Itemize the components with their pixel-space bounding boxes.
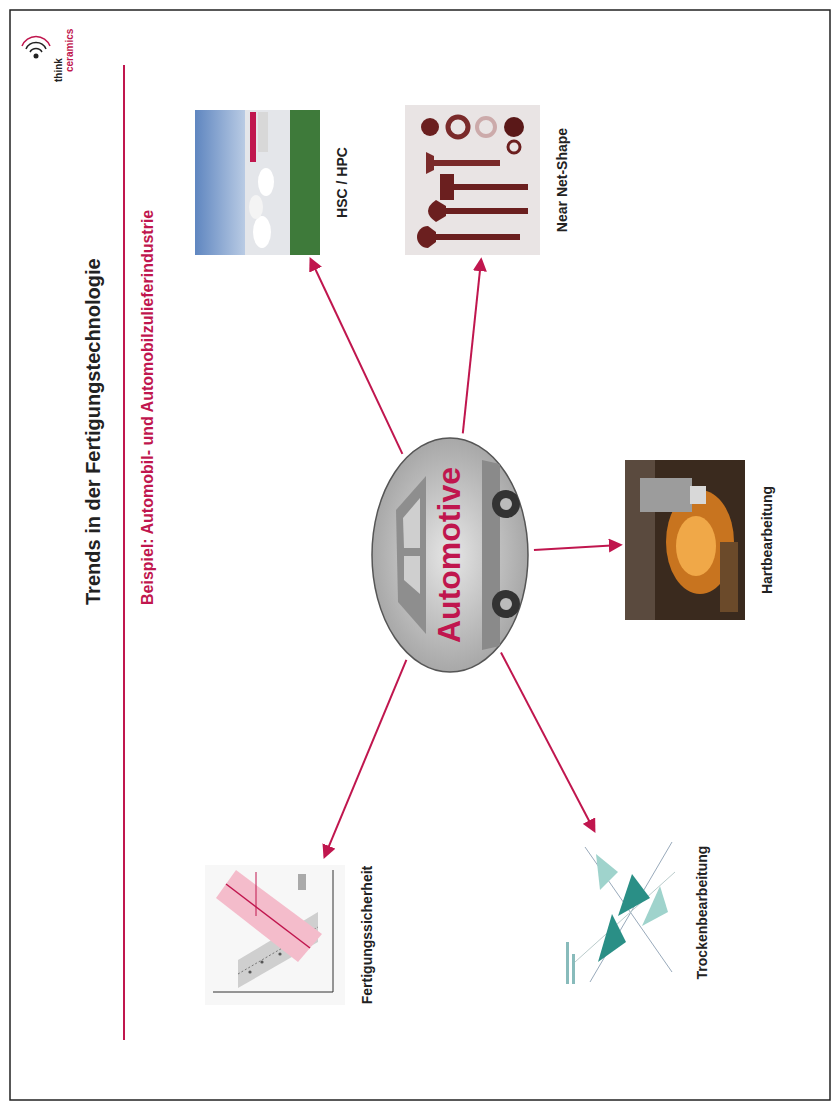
- quality-chart-picture-part: [205, 865, 345, 1005]
- arrow-connector: [534, 545, 620, 550]
- quality-chart-picture: [205, 865, 345, 1005]
- near-net-shape-picture-part: [440, 174, 454, 200]
- topic-label: Near Net-Shape: [554, 128, 570, 232]
- quality-chart-picture-part: [248, 970, 251, 973]
- near-net-shape-picture-part: [421, 118, 439, 136]
- quality-chart-picture-part: [256, 872, 257, 916]
- dry-machining-picture-part: [560, 835, 680, 990]
- near-net-shape-picture-part: [426, 152, 434, 174]
- hard-machining-picture: [625, 460, 745, 620]
- quality-chart-picture-part: [333, 870, 334, 992]
- dry-machining-picture: [560, 835, 680, 990]
- picture-slot: [625, 460, 745, 620]
- hard-machining-picture-part: [690, 486, 706, 504]
- slide-frame: [10, 10, 830, 1100]
- car-photo-part: [482, 460, 500, 650]
- near-net-shape-picture-part: [448, 117, 468, 137]
- topic-card: Trockenbearbeitung: [560, 835, 714, 990]
- car-photo: [396, 460, 520, 650]
- high-speed-cutting-picture-part: [195, 110, 245, 255]
- hard-machining-picture-part: [625, 460, 745, 620]
- high-speed-cutting-picture-part: [290, 110, 320, 255]
- quality-chart-picture-part: [278, 952, 281, 955]
- slide-title: Trends in der Fertigungstechnologie: [82, 258, 105, 605]
- logo-icon: [22, 36, 50, 58]
- high-speed-cutting-picture-part: [253, 216, 271, 248]
- near-net-shape-picture: [405, 105, 540, 255]
- quality-chart-picture-part: [298, 874, 306, 890]
- dry-machining-picture-part: [598, 914, 626, 962]
- near-net-shape-picture-part: [430, 160, 500, 166]
- arrow-connector: [501, 652, 594, 830]
- picture-slot: [205, 861, 345, 1009]
- logo-icon-part: [30, 49, 42, 52]
- quality-chart-picture-part: [213, 992, 333, 993]
- near-net-shape-picture-part: [417, 226, 436, 248]
- topic-card: HSC / HPC: [195, 110, 354, 255]
- topic-label: Fertigungssicherheit: [359, 866, 375, 1004]
- picture-slot: [405, 105, 540, 255]
- high-speed-cutting-picture: [195, 110, 320, 255]
- near-net-shape-picture-part: [405, 105, 540, 255]
- logo-icon-part: [22, 36, 50, 46]
- topic-card: Fertigungssicherheit: [205, 861, 379, 1009]
- car-photo-part: [500, 598, 512, 610]
- picture-slot: [195, 110, 320, 255]
- near-net-shape-picture-part: [452, 184, 528, 190]
- subtitle: Beispiel: Automobil- und Automobilzulief…: [139, 210, 157, 605]
- hub-ellipse-shape-part: [372, 438, 528, 672]
- high-speed-cutting-picture-part: [258, 168, 274, 196]
- car-photo-part: [403, 498, 420, 548]
- topic-label: Hartbearbeitung: [759, 486, 775, 594]
- car-photo-part: [492, 490, 520, 518]
- near-net-shape-picture-part: [442, 208, 528, 214]
- high-speed-cutting-picture-part: [245, 110, 290, 255]
- arrow-connector: [311, 260, 403, 454]
- quality-chart-picture-part: [226, 884, 310, 948]
- hub-label: Automotive: [432, 467, 467, 643]
- high-speed-cutting-picture-part: [258, 112, 268, 152]
- quality-chart-picture-part: [260, 960, 263, 963]
- dry-machining-picture-part: [618, 874, 650, 916]
- dry-machining-picture-part: [575, 872, 675, 962]
- dry-machining-picture-part: [642, 886, 668, 926]
- dry-machining-picture-part: [572, 954, 575, 984]
- dry-machining-picture-part: [566, 942, 569, 984]
- high-speed-cutting-picture-part: [250, 112, 256, 162]
- logo-icon-part: [26, 43, 46, 49]
- near-net-shape-picture-part: [428, 200, 446, 222]
- near-net-shape-picture-part: [508, 141, 520, 153]
- near-net-shape-picture-part: [477, 118, 495, 136]
- picture-slot: [560, 835, 680, 990]
- arrow-connector: [325, 660, 407, 856]
- logo-word: think: [53, 58, 64, 82]
- topic-label: HSC / HPC: [334, 147, 350, 218]
- logo-word: ceramics: [64, 29, 75, 72]
- hard-machining-picture-part: [676, 516, 716, 576]
- title-rule: [123, 65, 125, 1040]
- hard-machining-picture-part: [640, 478, 692, 512]
- hub-ellipse: Automotive: [370, 436, 530, 674]
- car-photo-part: [396, 476, 426, 634]
- car-photo-part: [492, 590, 520, 618]
- dry-machining-picture-part: [596, 854, 618, 890]
- car-photo-part: [500, 498, 512, 510]
- high-speed-cutting-picture-part: [249, 195, 263, 219]
- quality-chart-picture-part: [216, 870, 322, 962]
- hub-text-wrap: Automotive: [370, 436, 530, 674]
- topic-card: Hartbearbeitung: [625, 460, 779, 620]
- logo-icon-part: [34, 54, 39, 59]
- topic-card: Near Net-Shape: [405, 105, 574, 255]
- car-photo-part: [404, 556, 420, 594]
- near-net-shape-picture-part: [504, 117, 524, 137]
- near-net-shape-picture-part: [432, 234, 520, 240]
- arrow-connector: [463, 260, 481, 433]
- dry-machining-picture-part: [585, 847, 672, 972]
- topic-label: Trockenbearbeitung: [694, 846, 710, 980]
- hard-machining-picture-part: [720, 542, 738, 612]
